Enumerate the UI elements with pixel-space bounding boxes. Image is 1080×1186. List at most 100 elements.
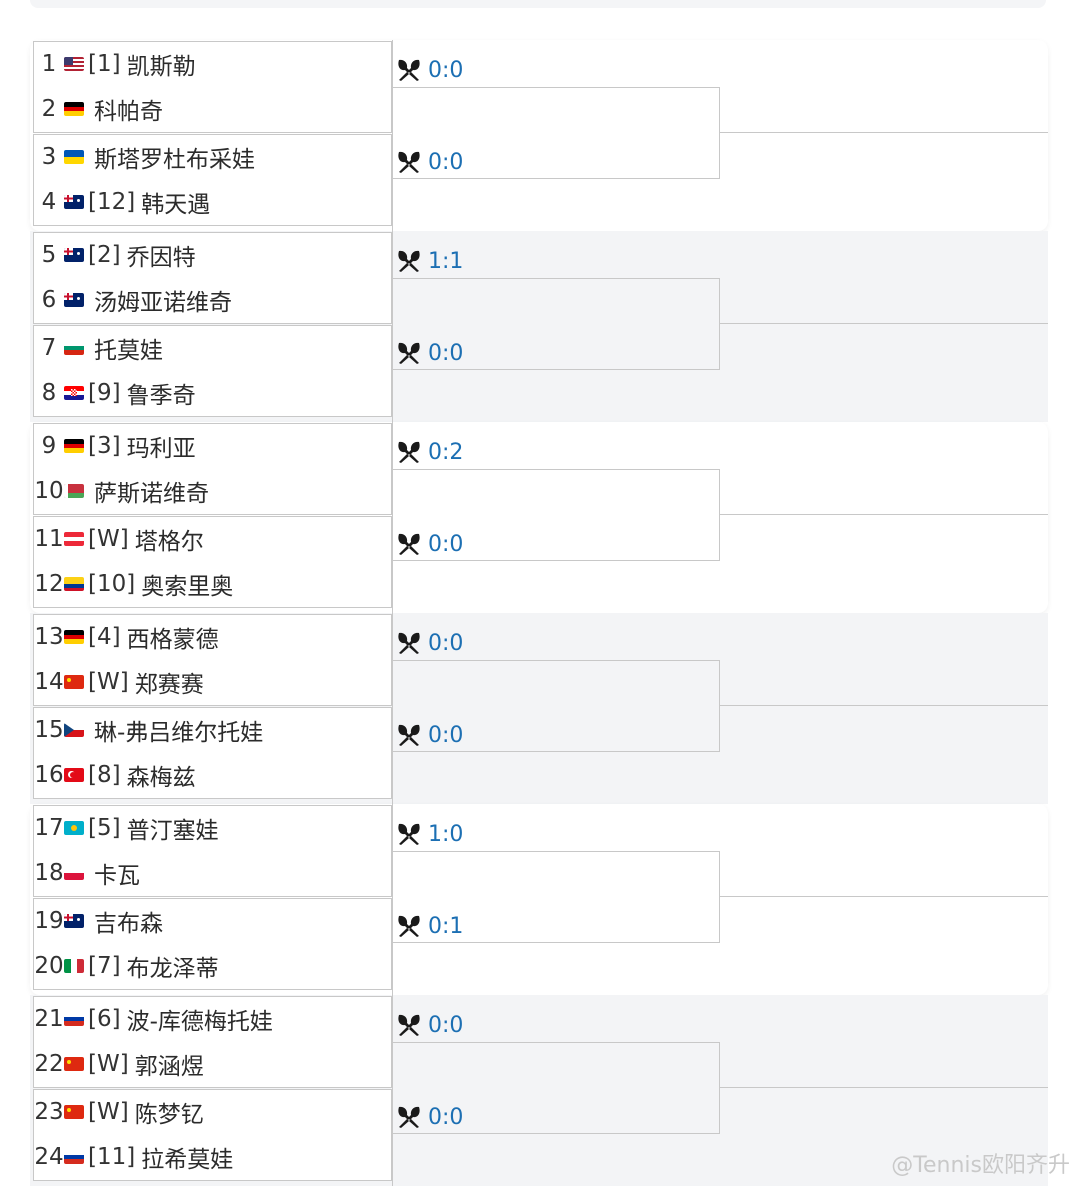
crossed-rackets-icon — [398, 724, 420, 746]
player-name: 韩天遇 — [141, 192, 211, 218]
draw-position: 9 — [41, 433, 57, 459]
player-row[interactable]: 8[9]鲁季奇 — [34, 371, 389, 415]
seed-tag: [W] — [88, 526, 129, 552]
player-name: 森梅兹 — [126, 765, 196, 791]
de-flag-icon — [64, 439, 84, 453]
draw-position: 18 — [34, 860, 64, 886]
bracket-connector — [720, 896, 1048, 897]
it-flag-icon — [64, 959, 84, 973]
match-score[interactable]: 0:0 — [396, 529, 463, 559]
seed-tag: [1] — [88, 51, 121, 77]
player-name: 托莫娃 — [94, 338, 163, 364]
player-row[interactable]: 9[3]玛利亚 — [34, 424, 389, 468]
draw-position: 19 — [34, 908, 64, 934]
match-score[interactable]: 0:0 — [396, 720, 463, 750]
player-row[interactable]: 11[W]塔格尔 — [34, 517, 389, 561]
player-row[interactable]: 4[12]韩天遇 — [34, 180, 389, 224]
watermark: @Tennis欧阳齐升 — [891, 1153, 1070, 1178]
draw-position: 20 — [34, 953, 64, 979]
player-row[interactable]: 14[W]郑赛赛 — [34, 660, 389, 704]
draw-position: 15 — [34, 717, 64, 743]
player-row[interactable]: 22[W]郭涵煜 — [34, 1042, 389, 1086]
crossed-rackets-icon — [398, 250, 420, 272]
score-text: 0:0 — [428, 149, 464, 175]
match-score[interactable]: 0:0 — [396, 147, 463, 177]
match-score[interactable]: 1:1 — [396, 246, 463, 276]
player-row[interactable]: 21[6]波-库德梅托娃 — [34, 997, 389, 1041]
player-row[interactable]: 24[11]拉希莫娃 — [34, 1135, 389, 1179]
hr-flag-icon — [64, 386, 84, 400]
draw-position: 16 — [34, 762, 64, 788]
seed-tag: [6] — [88, 1006, 121, 1032]
second-round-slot[interactable] — [392, 278, 720, 370]
player-name: 汤姆亚诺维奇 — [94, 290, 232, 316]
second-round-slot[interactable] — [392, 1042, 720, 1134]
player-row[interactable]: 20[7]布龙泽蒂 — [34, 944, 389, 988]
seed-tag: [11] — [88, 1144, 136, 1170]
player-row[interactable]: 16[8]森梅兹 — [34, 753, 389, 797]
draw-position: 7 — [41, 335, 57, 361]
second-round-slot[interactable] — [392, 851, 720, 943]
match-score[interactable]: 0:1 — [396, 911, 463, 941]
player-row[interactable]: 5[2]乔因特 — [34, 233, 389, 277]
player-row[interactable]: 1[1]凯斯勒 — [34, 42, 389, 86]
seed-tag: [9] — [88, 380, 121, 406]
player-row[interactable]: 23[W]陈梦钇 — [34, 1090, 389, 1134]
bracket-line — [392, 995, 393, 1186]
player-row[interactable]: 7 托莫娃 — [34, 326, 389, 370]
match-score[interactable]: 0:0 — [396, 628, 463, 658]
match-score[interactable]: 1:0 — [396, 819, 463, 849]
player-row[interactable]: 17[5]普汀塞娃 — [34, 806, 389, 850]
de-flag-icon — [64, 630, 84, 644]
ru-flag-icon — [64, 1150, 84, 1164]
draw-position: 5 — [41, 242, 57, 268]
match-score[interactable]: 0:2 — [396, 437, 463, 467]
score-text: 1:0 — [428, 821, 464, 847]
au-flag-icon — [64, 914, 84, 928]
second-round-slot[interactable] — [392, 660, 720, 752]
draw-position: 3 — [41, 144, 57, 170]
match-score[interactable]: 0:0 — [396, 338, 463, 368]
bracket-line — [392, 422, 393, 613]
score-text: 0:0 — [428, 340, 464, 366]
match-score[interactable]: 0:0 — [396, 1102, 463, 1132]
au-flag-icon — [64, 248, 84, 262]
seed-tag: [W] — [88, 1099, 129, 1125]
kz-flag-icon — [64, 821, 84, 835]
bracket-connector — [720, 1087, 1048, 1088]
second-round-slot[interactable] — [392, 469, 720, 561]
draw-position: 14 — [34, 669, 64, 695]
match-score[interactable]: 0:0 — [396, 55, 463, 85]
score-text: 0:0 — [428, 722, 464, 748]
seed-tag: [7] — [88, 953, 121, 979]
crossed-rackets-icon — [398, 915, 420, 937]
seed-tag: [10] — [88, 571, 136, 597]
draw-position: 8 — [41, 380, 57, 406]
second-round-slot[interactable] — [392, 87, 720, 179]
match-score[interactable]: 0:0 — [396, 1010, 463, 1040]
player-row[interactable]: 13[4]西格蒙德 — [34, 615, 389, 659]
player-row[interactable]: 12[10]奥索里奥 — [34, 562, 389, 606]
bracket-line — [392, 613, 393, 804]
